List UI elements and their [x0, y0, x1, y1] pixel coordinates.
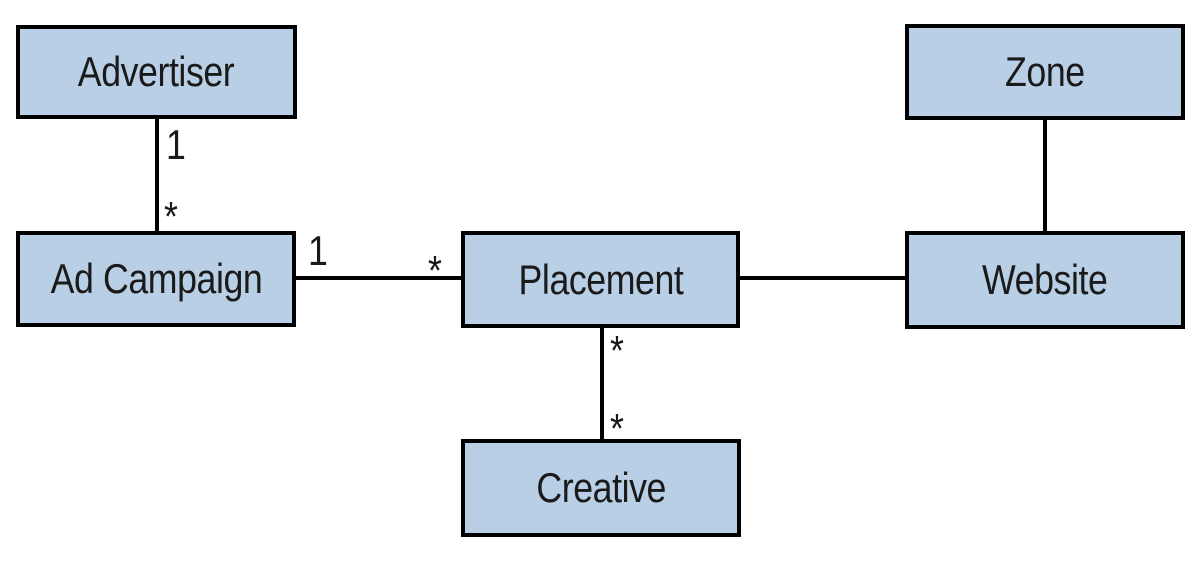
multiplicity-advertiser-side: 1	[166, 121, 186, 168]
connector-placement-website	[740, 276, 905, 280]
entity-placement-label: Placement	[518, 255, 683, 303]
entity-website: Website	[905, 231, 1185, 329]
multiplicity-placement-bottom: *	[610, 327, 624, 374]
entity-advertiser-label: Advertiser	[78, 48, 235, 95]
entity-advertiser: Advertiser	[16, 25, 297, 119]
connector-advertiser-adcampaign	[155, 119, 159, 231]
entity-zone: Zone	[905, 24, 1185, 120]
entity-ad-campaign: Ad Campaign	[16, 231, 296, 327]
multiplicity-adcampaign-side: *	[164, 193, 178, 240]
connector-adcampaign-placement	[296, 276, 461, 280]
entity-placement: Placement	[461, 231, 740, 328]
entity-creative: Creative	[461, 439, 741, 537]
multiplicity-adcampaign-right: 1	[308, 227, 328, 274]
entity-ad-campaign-label: Ad Campaign	[50, 255, 262, 302]
connector-zone-website	[1043, 120, 1047, 231]
entity-website-label: Website	[982, 256, 1108, 303]
multiplicity-placement-left: *	[428, 247, 442, 294]
entity-zone-label: Zone	[1005, 48, 1085, 95]
entity-creative-label: Creative	[536, 464, 666, 511]
connector-placement-creative	[600, 328, 604, 439]
